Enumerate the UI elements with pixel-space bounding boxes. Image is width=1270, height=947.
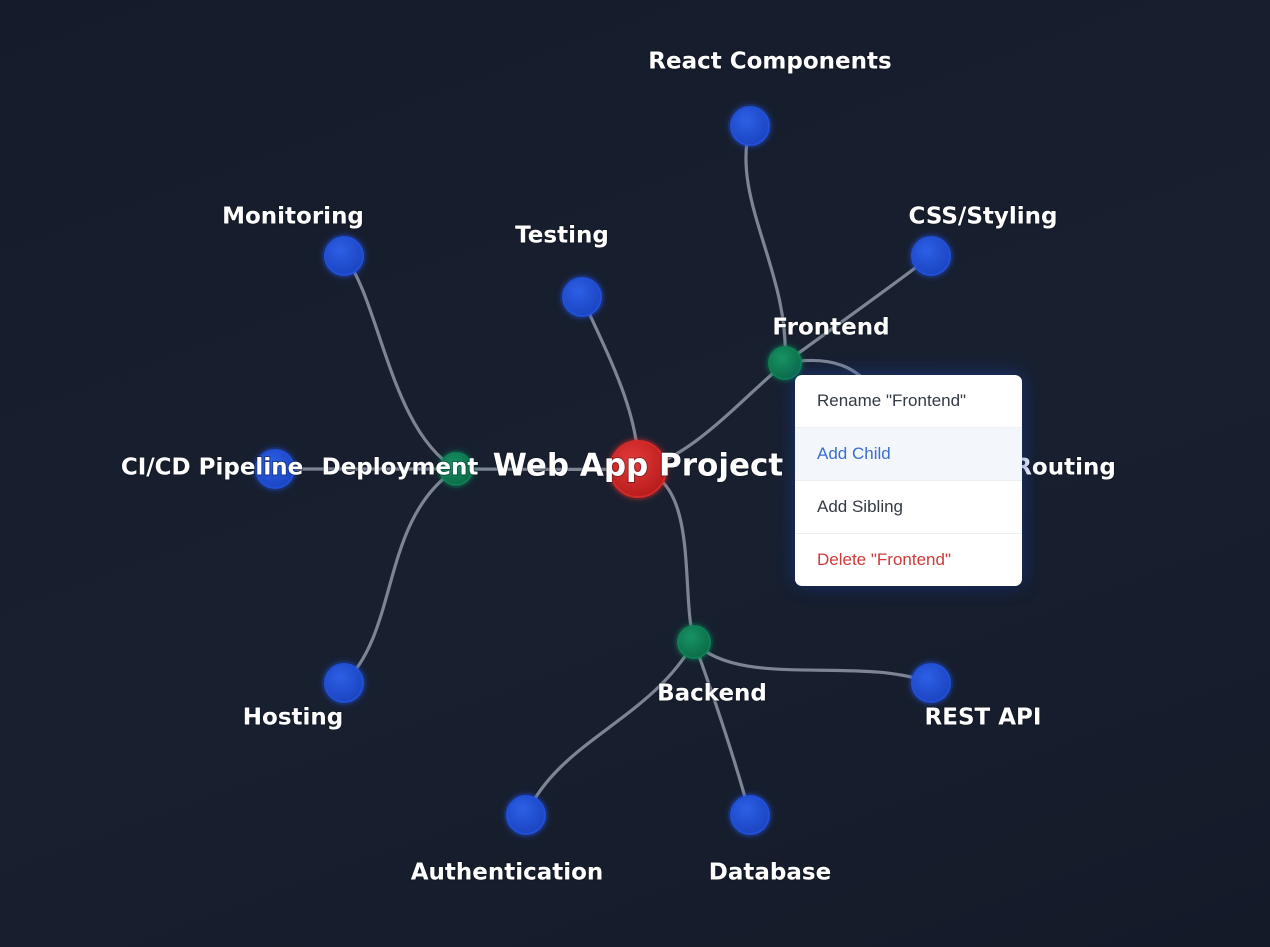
node-context-menu: Rename "Frontend" Add Child Add Sibling … <box>795 375 1022 586</box>
delete-node-menu-item[interactable]: Delete "Frontend" <box>817 550 951 569</box>
node-circle <box>768 346 802 380</box>
edge-backend-database <box>692 640 752 817</box>
edge-frontend-react <box>744 124 787 365</box>
edge-backend-auth <box>524 640 696 817</box>
node-root[interactable] <box>607 438 669 500</box>
node-circle <box>506 795 546 835</box>
edge-deployment-monitoring <box>342 254 458 471</box>
node-css[interactable] <box>909 234 953 278</box>
node-circle <box>730 795 770 835</box>
edge-deployment-hosting <box>342 467 458 685</box>
node-label-testing: Testing <box>515 223 609 249</box>
node-label-frontend: Frontend <box>772 315 889 341</box>
node-circle <box>730 106 770 146</box>
node-label-react: React Components <box>648 49 891 75</box>
node-label-hosting: Hosting <box>243 705 343 731</box>
node-label-root: Web App Project <box>493 448 784 484</box>
node-circle <box>324 236 364 276</box>
node-circle <box>911 236 951 276</box>
node-cicd[interactable] <box>253 447 297 491</box>
edge-frontend-css <box>783 254 933 365</box>
node-label-cicd: CI/CD Pipeline <box>121 455 303 481</box>
node-circle <box>677 625 711 659</box>
node-rest[interactable] <box>909 661 953 705</box>
node-circle <box>439 452 473 486</box>
add-sibling-menu-item[interactable]: Add Sibling <box>795 481 1022 534</box>
node-database[interactable] <box>728 793 772 837</box>
node-circle <box>324 663 364 703</box>
node-react[interactable] <box>728 104 772 148</box>
add-child-menu-item[interactable]: Add Child <box>795 428 1022 481</box>
node-label-deployment: Deployment <box>322 455 479 481</box>
node-label-auth: Authentication <box>411 860 604 886</box>
node-circle <box>255 449 295 489</box>
node-circle <box>562 277 602 317</box>
node-circle <box>911 663 951 703</box>
node-hosting[interactable] <box>322 661 366 705</box>
edge-backend-rest <box>692 640 933 685</box>
node-backend[interactable] <box>675 623 713 661</box>
node-deployment[interactable] <box>437 450 475 488</box>
node-label-routing: Routing <box>1014 455 1116 481</box>
node-label-backend: Backend <box>657 681 767 707</box>
node-monitoring[interactable] <box>322 234 366 278</box>
node-testing[interactable] <box>560 275 604 319</box>
rename-node-menu-item[interactable]: Rename "Frontend" <box>795 375 1022 428</box>
node-label-css: CSS/Styling <box>909 204 1058 230</box>
node-label-monitoring: Monitoring <box>222 204 364 230</box>
node-label-rest: REST API <box>925 705 1042 731</box>
node-auth[interactable] <box>504 793 548 837</box>
node-frontend[interactable] <box>766 344 804 382</box>
node-circle <box>609 440 667 498</box>
node-label-database: Database <box>709 860 831 886</box>
